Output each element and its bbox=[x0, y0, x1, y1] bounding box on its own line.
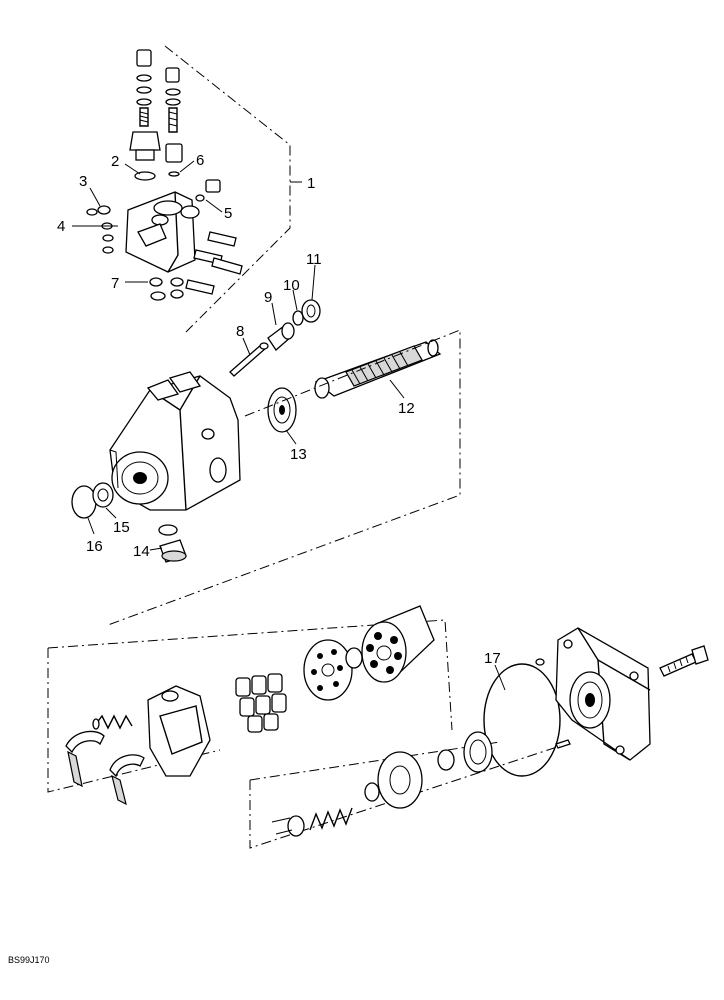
gasket bbox=[483, 663, 561, 777]
valve-bolts bbox=[185, 231, 243, 295]
housing-small-parts bbox=[71, 482, 187, 563]
bearing-shoe bbox=[65, 730, 105, 754]
callout-3: 3 bbox=[79, 173, 87, 190]
callout-1: 1 bbox=[307, 175, 315, 192]
callout-9: 9 bbox=[264, 289, 272, 306]
end-cap-group bbox=[249, 627, 709, 849]
shaft-parts-group bbox=[107, 264, 461, 626]
valve-body bbox=[125, 191, 200, 273]
end-cover bbox=[555, 627, 651, 761]
bearing bbox=[267, 387, 297, 445]
rotating-group bbox=[47, 605, 453, 806]
washer bbox=[92, 482, 114, 508]
pin bbox=[229, 343, 267, 377]
end-spring bbox=[309, 807, 353, 831]
o-ring bbox=[292, 310, 304, 326]
plug-o-ring bbox=[158, 524, 178, 536]
piston-set bbox=[235, 673, 287, 733]
pump-housing bbox=[109, 371, 241, 511]
callout-11: 11 bbox=[306, 251, 322, 268]
callout-12: 12 bbox=[398, 400, 415, 417]
end-bearing bbox=[463, 731, 493, 773]
plug bbox=[205, 179, 221, 193]
callout-17: 17 bbox=[484, 650, 501, 667]
callout-6: 6 bbox=[196, 152, 204, 169]
callout-15: 15 bbox=[113, 519, 130, 536]
drive-shaft bbox=[314, 339, 442, 399]
bushing bbox=[345, 647, 363, 669]
seal bbox=[301, 299, 321, 323]
fitting-stack-left bbox=[129, 49, 161, 181]
cylinder-block bbox=[361, 605, 435, 683]
callout-10: 10 bbox=[283, 277, 300, 294]
callout-4: 4 bbox=[57, 218, 65, 235]
callout-7: 7 bbox=[111, 275, 119, 292]
spring bbox=[95, 714, 133, 730]
end-cover-bolt bbox=[659, 645, 709, 677]
callout-16: 16 bbox=[86, 538, 103, 555]
callout-14: 14 bbox=[133, 543, 150, 560]
callout-5: 5 bbox=[224, 205, 232, 222]
drawing-code: BS99J170 bbox=[8, 955, 50, 965]
retainer-plate bbox=[303, 639, 353, 701]
callout-2: 2 bbox=[111, 153, 119, 170]
callout-8: 8 bbox=[236, 323, 244, 340]
valve-assembly-group bbox=[72, 45, 302, 333]
fitting-stack-right bbox=[165, 67, 183, 177]
bearing-shoe bbox=[109, 754, 145, 778]
swash-plate bbox=[147, 685, 211, 777]
callout-13: 13 bbox=[290, 446, 307, 463]
valve-plate bbox=[377, 751, 423, 809]
snap-ring bbox=[71, 485, 97, 519]
